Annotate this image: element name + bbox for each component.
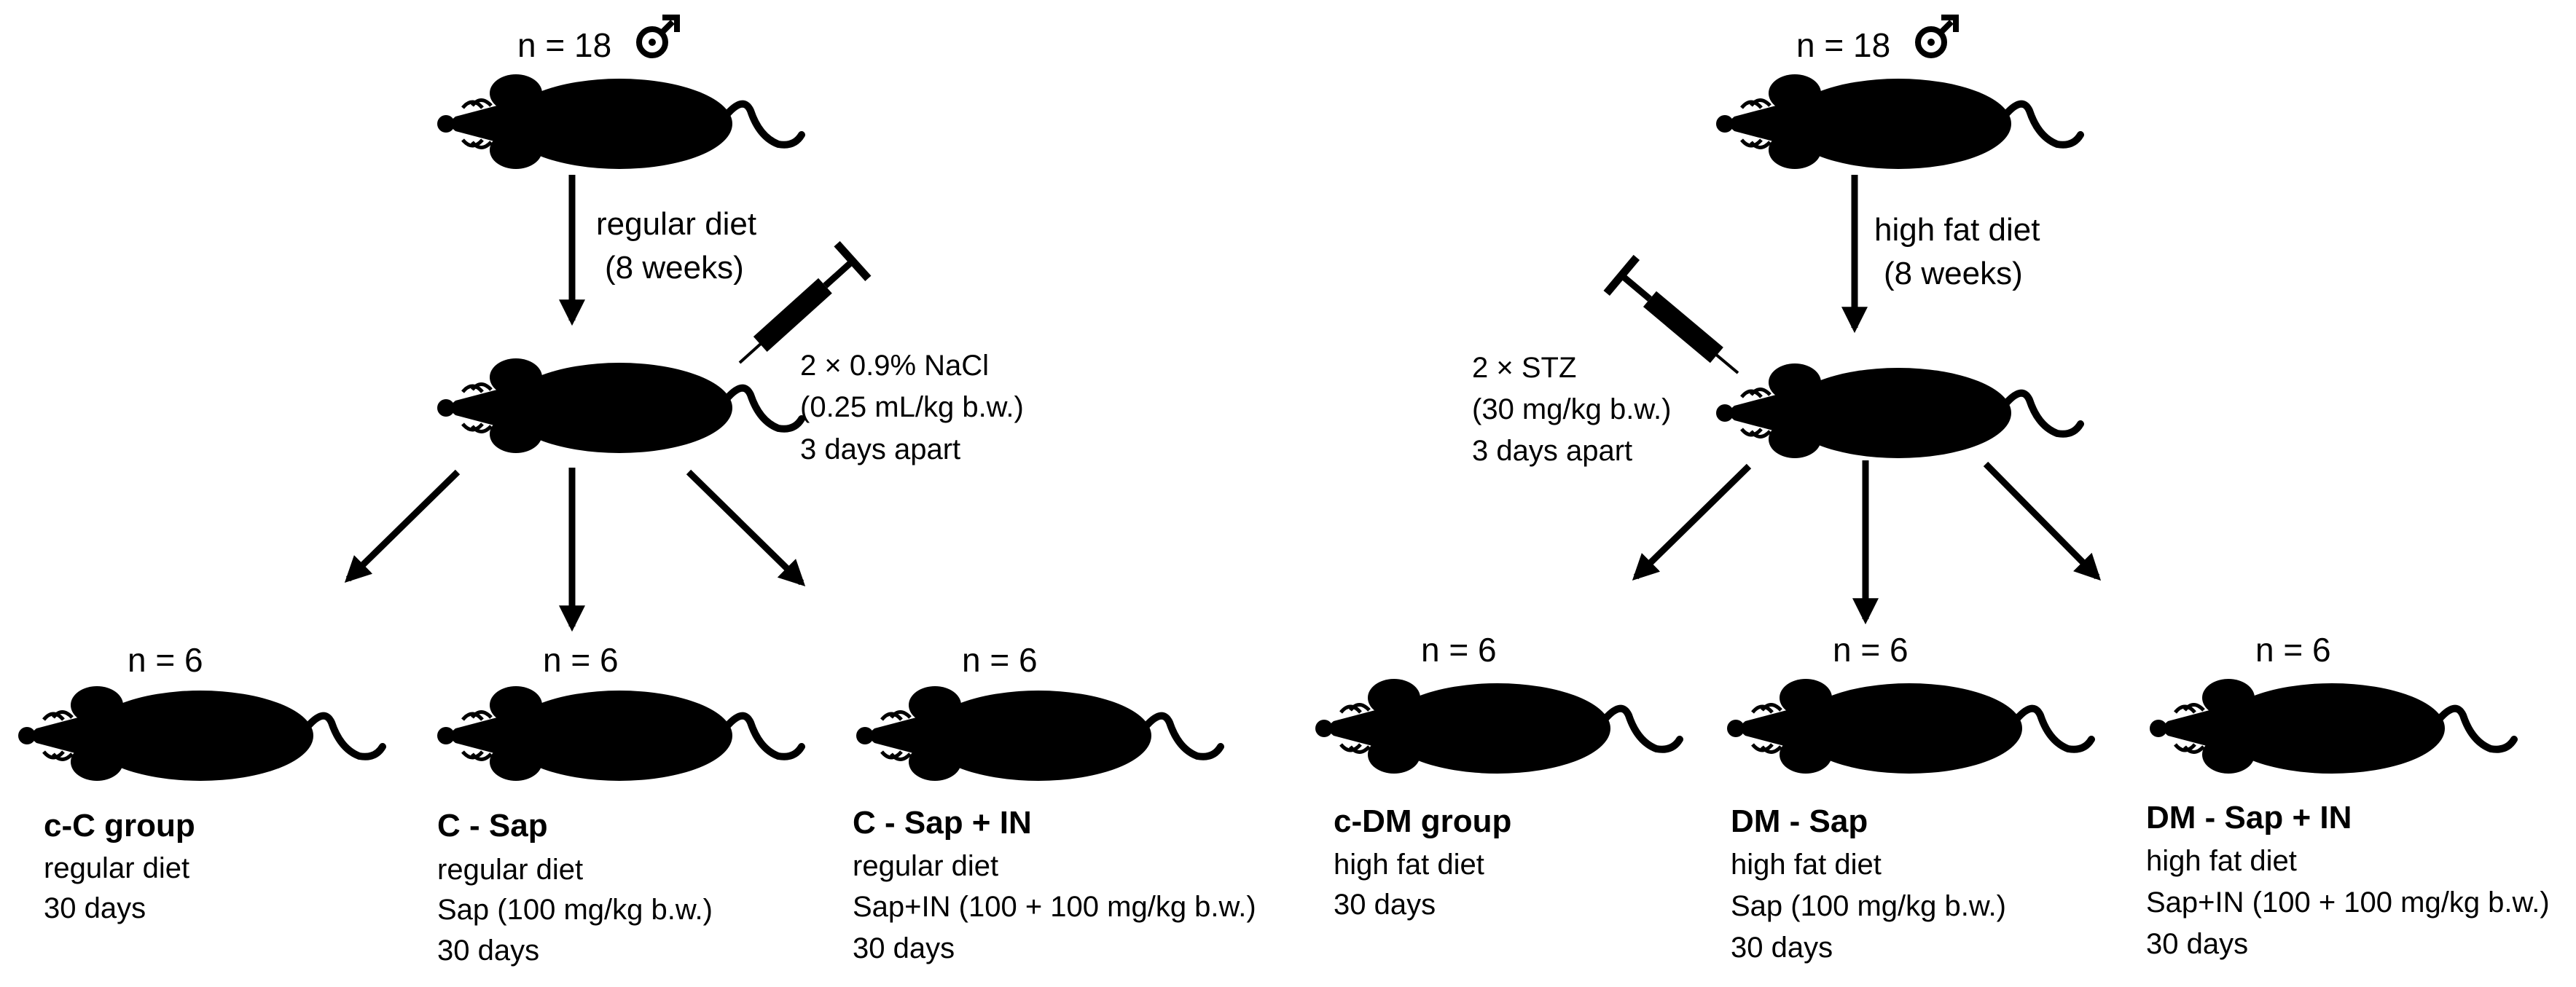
right-injection-line3: 3 days apart bbox=[1472, 435, 1632, 467]
left-injection-line3: 3 days apart bbox=[800, 433, 960, 465]
group-line: regular diet bbox=[853, 850, 998, 882]
mouse-icon bbox=[2150, 679, 2514, 774]
mouse-icon bbox=[1716, 74, 2080, 169]
group-line: 30 days bbox=[853, 932, 955, 964]
right-injection-line1: 2 × STZ bbox=[1472, 352, 1576, 384]
mouse-icon bbox=[437, 686, 802, 781]
arrow-icon bbox=[1983, 461, 2102, 581]
male-symbol-icon bbox=[1915, 15, 1959, 58]
group-title: DM - Sap bbox=[1731, 803, 1868, 839]
left-top-count: n = 18 bbox=[517, 26, 611, 64]
group-line: Sap+IN (100 + 100 mg/kg b.w.) bbox=[853, 891, 1256, 923]
right-diet-duration: (8 weeks) bbox=[1884, 256, 2023, 291]
group-count: n = 6 bbox=[128, 641, 203, 679]
male-symbol-icon bbox=[636, 15, 680, 58]
group-line: Sap (100 mg/kg b.w.) bbox=[1731, 890, 2006, 922]
arrow-icon bbox=[686, 469, 806, 587]
left-injection-line1: 2 × 0.9% NaCl bbox=[800, 350, 989, 382]
left-panel: n = 18 regular diet (8 weeks) 2 × 0.9% N… bbox=[18, 15, 1256, 967]
syringe-icon bbox=[1603, 255, 1753, 391]
mouse-icon bbox=[1716, 363, 2080, 458]
mouse-icon bbox=[856, 686, 1221, 781]
group-line: 30 days bbox=[1731, 932, 1833, 964]
group-line: 30 days bbox=[1334, 889, 1436, 921]
group-line: Sap+IN (100 + 100 mg/kg b.w.) bbox=[2146, 886, 2550, 919]
group-line: high fat diet bbox=[2146, 845, 2297, 877]
group-line: 30 days bbox=[437, 935, 539, 967]
group-line: 30 days bbox=[44, 892, 146, 924]
group-line: Sap (100 mg/kg b.w.) bbox=[437, 894, 713, 926]
group-c-sap: n = 6 C - Sap regular diet Sap (100 mg/k… bbox=[437, 641, 802, 967]
group-count: n = 6 bbox=[1833, 631, 1908, 669]
mouse-icon bbox=[437, 74, 802, 169]
group-count: n = 6 bbox=[543, 641, 619, 679]
group-count: n = 6 bbox=[1421, 631, 1497, 669]
right-panel: n = 18 high fat diet (8 weeks) 2 × STZ (… bbox=[1315, 15, 2550, 964]
group-title: C - Sap bbox=[437, 808, 548, 844]
mouse-icon bbox=[18, 686, 383, 781]
arrow-icon bbox=[1632, 463, 1752, 581]
group-count: n = 6 bbox=[2255, 631, 2331, 669]
group-title: C - Sap + IN bbox=[853, 805, 1032, 841]
group-count: n = 6 bbox=[962, 641, 1038, 679]
left-diet-label: regular diet bbox=[596, 206, 756, 242]
group-title: DM - Sap + IN bbox=[2146, 800, 2352, 835]
mouse-icon bbox=[1727, 679, 2091, 774]
group-dm-sap: n = 6 DM - Sap high fat diet Sap (100 mg… bbox=[1727, 631, 2091, 964]
group-line: regular diet bbox=[44, 852, 189, 884]
group-line: regular diet bbox=[437, 854, 583, 886]
group-dm-sap-in: n = 6 DM - Sap + IN high fat diet Sap+IN… bbox=[2146, 631, 2550, 960]
group-title: c-C group bbox=[44, 808, 195, 844]
group-c-c: n = 6 c-C group regular diet 30 days bbox=[18, 641, 383, 924]
group-line: 30 days bbox=[2146, 928, 2248, 960]
arrow-icon bbox=[344, 469, 461, 583]
right-injection-line2: (30 mg/kg b.w.) bbox=[1472, 393, 1671, 425]
mouse-icon bbox=[437, 358, 802, 453]
group-c-sap-in: n = 6 C - Sap + IN regular diet Sap+IN (… bbox=[853, 641, 1256, 964]
left-injection-line2: (0.25 mL/kg b.w.) bbox=[800, 391, 1024, 423]
group-line: high fat diet bbox=[1731, 849, 1882, 881]
right-top-count: n = 18 bbox=[1796, 26, 1890, 64]
group-title: c-DM group bbox=[1334, 803, 1511, 839]
group-line: high fat diet bbox=[1334, 849, 1484, 881]
right-diet-label: high fat diet bbox=[1874, 212, 2040, 248]
left-diet-duration: (8 weeks) bbox=[605, 250, 744, 286]
group-c-dm: n = 6 c-DM group high fat diet 30 days bbox=[1315, 631, 1680, 921]
mouse-icon bbox=[1315, 679, 1680, 774]
